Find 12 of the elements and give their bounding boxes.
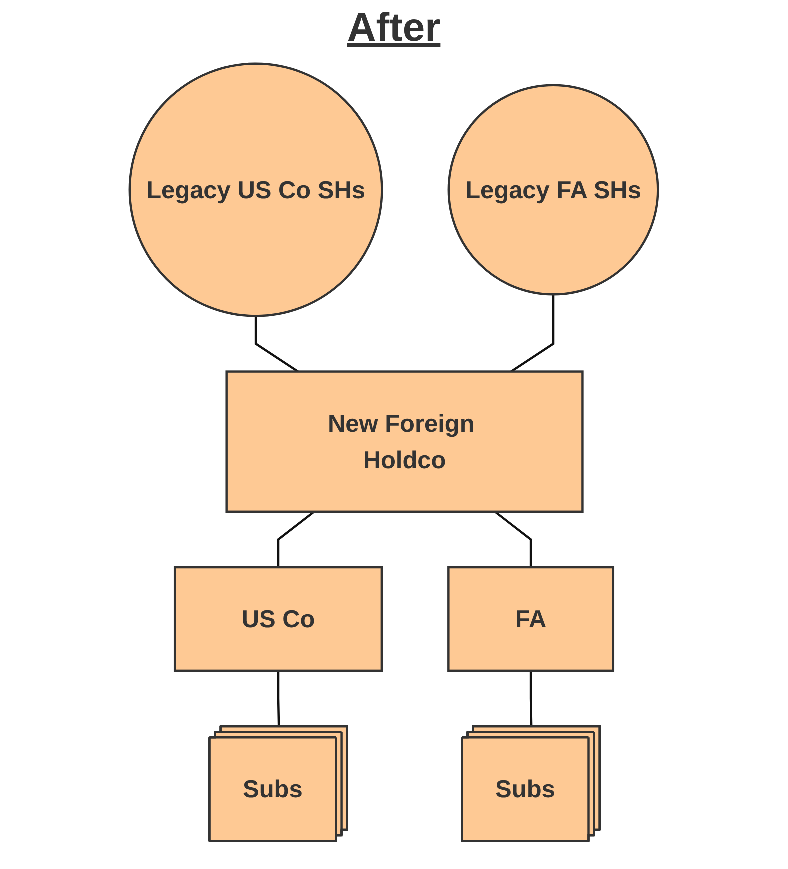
connector <box>510 294 555 373</box>
title: After <box>346 6 442 51</box>
node-circle: Legacy FA SHs <box>448 84 660 296</box>
connector <box>254 316 299 373</box>
node-box: FA <box>448 566 614 672</box>
connector <box>277 670 280 728</box>
connector <box>530 670 533 728</box>
connector <box>494 511 532 568</box>
node-circle: Legacy US Co SHs <box>128 62 384 318</box>
node-box: US Co <box>174 566 384 672</box>
node-box: New Foreign Holdco <box>226 370 584 514</box>
connector <box>277 511 316 568</box>
